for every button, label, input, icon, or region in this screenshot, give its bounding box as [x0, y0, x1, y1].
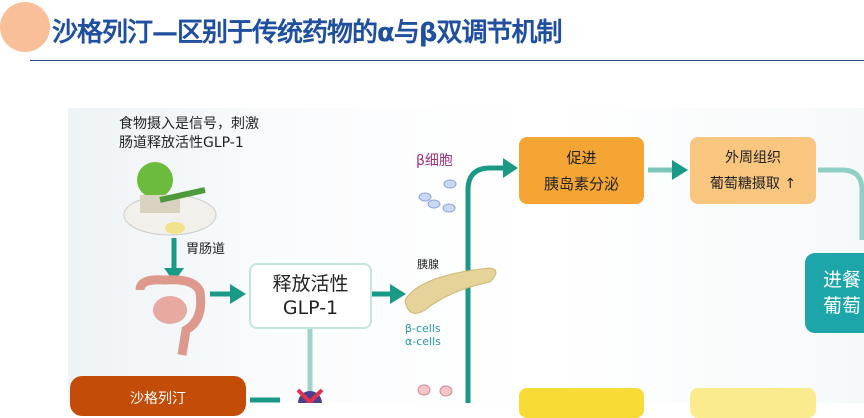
beta-cell-label: β细胞 — [416, 153, 453, 169]
flow-arrows — [123, 158, 864, 403]
glp1-box-line-2: GLP-1 — [282, 297, 339, 319]
cell-labels: β-cells α-cells — [405, 322, 441, 348]
glp1-box-line-1: 释放活性 — [272, 273, 349, 295]
insulin-secretion-box: 促进 胰岛素分泌 — [519, 137, 644, 204]
insulin-box-line-1: 促进 — [566, 148, 597, 167]
intestine-icon — [135, 275, 206, 356]
beta-cells-label: β-cells — [405, 322, 441, 335]
food-caption-line-2: 肠道释放活性GLP-1 — [119, 135, 244, 151]
insulin-box-line-2: 胰岛素分泌 — [543, 174, 619, 193]
alpha-cells-label: α-cells — [405, 335, 441, 348]
meal-box-line-1: 进餐 — [823, 269, 862, 291]
food-caption-line-1: 食物摄入是信号，刺激 — [119, 116, 259, 132]
dpp4-inhibited-icon — [296, 388, 324, 403]
uptake-box-line-1: 外周组织 — [725, 149, 781, 166]
meal-glucose-box: 进餐 葡萄 — [805, 253, 864, 333]
gut-label: 胃肠道 — [186, 242, 226, 257]
pancreas-icon — [404, 267, 497, 314]
arrow-uptake-to-meal — [818, 167, 864, 240]
alpha-cells-icon — [417, 384, 453, 397]
uptake-box-line-2: 葡萄糖摄取 ↑ — [709, 175, 797, 192]
pancreas-label: 胰腺 — [417, 258, 439, 271]
apple-icon — [137, 162, 173, 198]
food-caption: 食物摄入是信号，刺激 肠道释放活性GLP-1 — [119, 115, 259, 153]
meal-box-line-2: 葡萄 — [823, 295, 862, 317]
arrow-pancreas-to-insulin — [465, 165, 505, 403]
title-divider — [30, 60, 864, 61]
glucagon-box — [519, 388, 644, 418]
page-title: 沙格列汀—区别于传统药物的α与β双调节机制 — [52, 18, 562, 48]
title-bullet-circle — [0, 2, 50, 52]
glp1-release-box: 释放活性 GLP-1 — [249, 263, 372, 329]
saxagliptin-box: 沙格列汀 — [70, 376, 246, 416]
glucose-uptake-box: 外周组织 葡萄糖摄取 ↑ — [690, 137, 816, 204]
hepatic-glucose-box — [690, 388, 816, 418]
beta-cells-icon — [418, 179, 457, 213]
